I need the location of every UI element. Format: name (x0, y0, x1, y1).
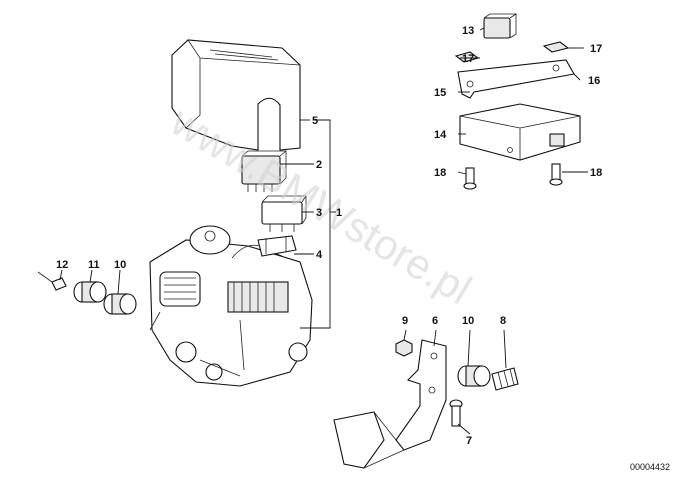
callout-18-right: 18 (590, 167, 602, 179)
callout-13: 13 (462, 25, 474, 37)
bolt-part-7 (449, 399, 463, 427)
callout-17-right: 17 (590, 43, 602, 55)
screw-part-12 (37, 271, 67, 291)
callout-8: 8 (500, 315, 506, 327)
callout-16: 16 (588, 75, 600, 87)
callout-labels: 5 2 3 1 4 12 11 10 13 17 17 16 15 14 18 … (56, 25, 602, 447)
cover-part (171, 39, 301, 151)
control-unit-part-14 (459, 103, 581, 161)
bushing-part-10-right (457, 365, 491, 387)
bracket-clip-part (257, 235, 297, 257)
callout-14: 14 (434, 129, 447, 141)
bracket-part-6 (333, 339, 447, 469)
callout-7: 7 (466, 435, 472, 447)
callout-6: 6 (432, 315, 438, 327)
bushing-part-10-left (103, 293, 137, 315)
callout-10-right: 10 (462, 315, 474, 327)
bracket-part-16 (457, 59, 575, 99)
screw-part-18-left (463, 167, 477, 190)
screw-part-18-right (549, 163, 563, 186)
bolt-part-8 (491, 367, 519, 391)
callout-9: 9 (402, 315, 408, 327)
callout-5: 5 (312, 115, 318, 127)
callout-10-left: 10 (114, 259, 126, 271)
bushing-part-11 (73, 281, 107, 303)
callout-11: 11 (88, 259, 100, 271)
hydraulic-unit-part (149, 225, 313, 387)
callout-17-left: 17 (462, 53, 474, 65)
nut-part-9 (395, 339, 413, 357)
relay-part-13 (483, 13, 518, 39)
relay-small-part (261, 195, 307, 232)
callout-2: 2 (316, 159, 322, 171)
callout-4: 4 (316, 249, 323, 261)
callout-1: 1 (336, 207, 342, 219)
callout-18-left: 18 (434, 167, 446, 179)
leader-lines (59, 27, 588, 435)
callout-12: 12 (56, 259, 68, 271)
callout-15: 15 (434, 87, 446, 99)
relay-part (241, 150, 288, 192)
callout-3: 3 (316, 207, 322, 219)
clip-part-17-right (542, 41, 570, 53)
document-number: 00004432 (630, 462, 670, 472)
